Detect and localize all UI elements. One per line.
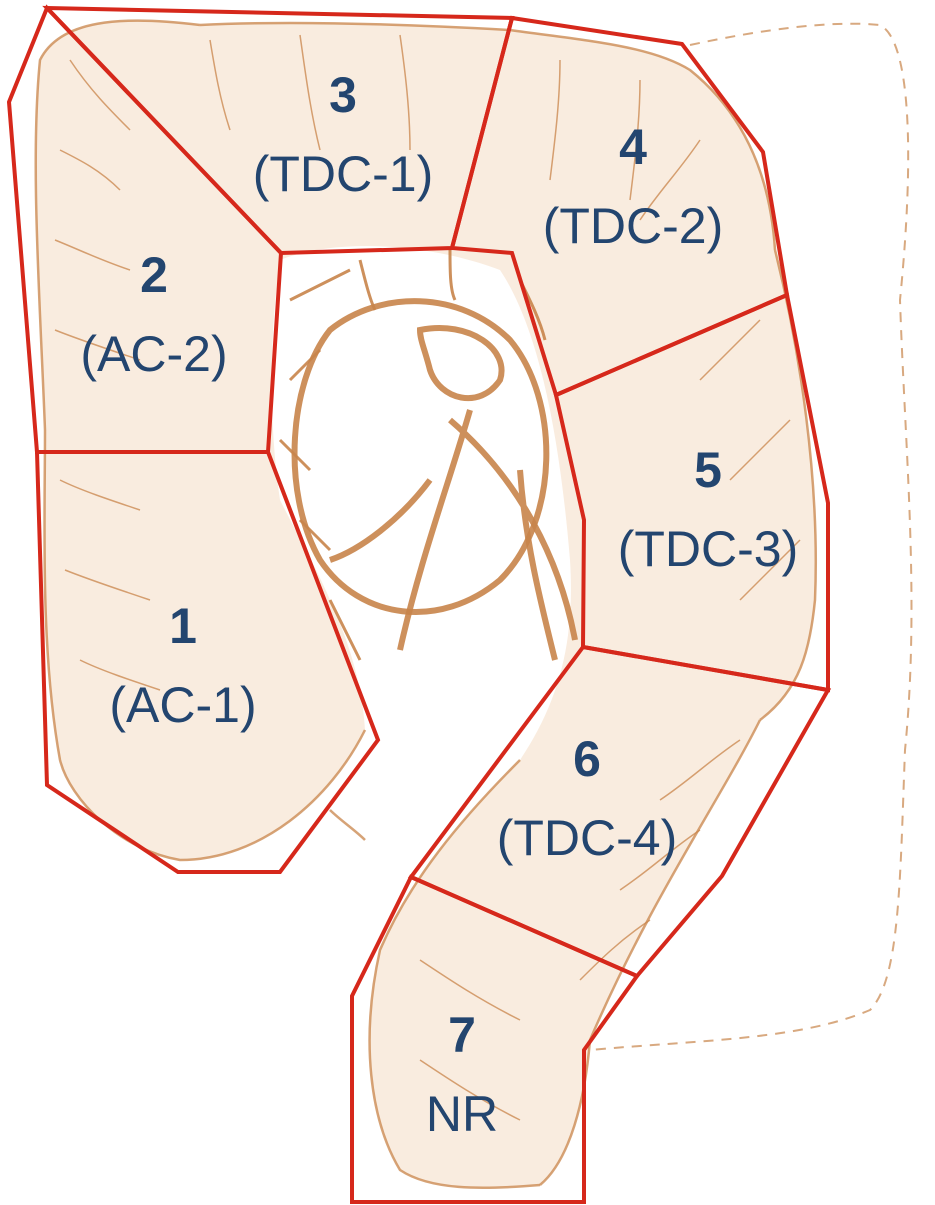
region-2-name: (AC-2) — [80, 326, 227, 382]
region-7-name: NR — [426, 1086, 498, 1142]
region-5-name: (TDC-3) — [618, 521, 799, 577]
region-4-name: (TDC-2) — [543, 198, 724, 254]
appendix — [330, 810, 365, 840]
region-3-name: (TDC-1) — [253, 146, 434, 202]
region-6-number: 6 — [573, 731, 601, 787]
region-6-name: (TDC-4) — [497, 810, 678, 866]
region-5-number: 5 — [694, 442, 722, 498]
region-2-number: 2 — [140, 247, 168, 303]
mesenteric-artery — [330, 328, 575, 660]
region-4-number: 4 — [619, 119, 647, 175]
region-3-number: 3 — [329, 67, 357, 123]
region-7-number: 7 — [448, 1007, 476, 1063]
region-1-number: 1 — [169, 598, 197, 654]
region-1-name: (AC-1) — [109, 677, 256, 733]
